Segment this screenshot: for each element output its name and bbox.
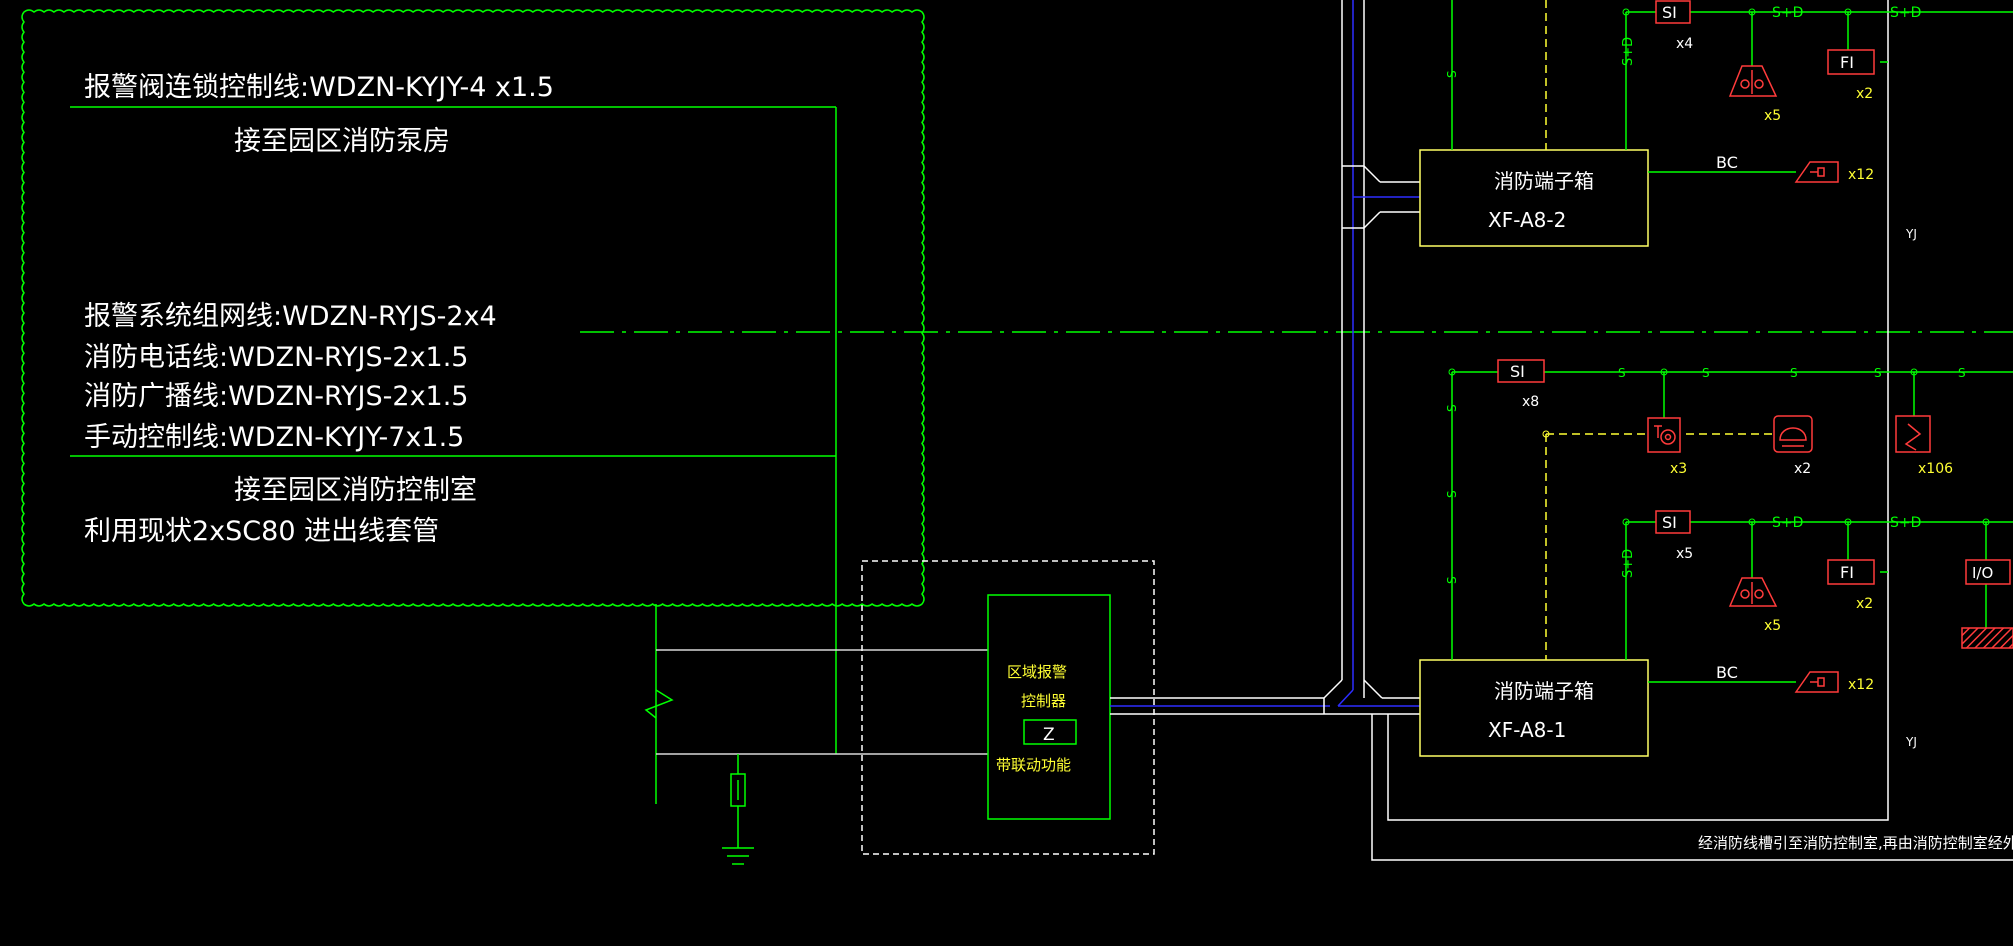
alarm-valve-line-note: 报警阀连锁控制线:WDZN-KYJY-4 x1.5	[84, 72, 554, 103]
controlled-equipment-hatch	[1961, 627, 2013, 649]
wire-label-sd: S+D	[1621, 37, 1636, 66]
wire-label-s: S	[1790, 366, 1798, 380]
audible-visual-alarm-icon	[1728, 65, 1778, 97]
hydrant-count: x3	[1670, 461, 1687, 477]
si-top-label: SI	[1510, 362, 1525, 381]
io-label: I/O	[1972, 564, 1993, 582]
phone-line-note: 消防电话线:WDZN-RYJS-2x1.5	[84, 342, 469, 373]
controller-name-line2: 控制器	[1021, 692, 1066, 710]
terminal-box-xf-a8-1: 消防端子箱 XF-A8-1	[1419, 659, 1649, 757]
to-control-room-note: 接至园区消防控制室	[234, 475, 477, 506]
signal-input-module-icon	[1655, 0, 1691, 24]
wire-label-s: S	[1702, 366, 1710, 380]
wire-label-sd: S+D	[1772, 515, 1803, 531]
to-pump-room-note: 接至园区消防泵房	[234, 126, 450, 157]
fire-phone-icon	[1773, 415, 1813, 453]
fi-count: x2	[1856, 596, 1873, 612]
fi-label: FI	[1840, 563, 1854, 582]
wire-label-sd: S+D	[1890, 515, 1921, 531]
terminal-box-code: XF-A8-1	[1488, 718, 1566, 742]
controller-enclosure-dashed	[861, 560, 1155, 855]
sounder-count: x5	[1764, 618, 1781, 634]
hydrant-button-icon	[1647, 417, 1681, 453]
wire-label-s: S	[1445, 70, 1459, 78]
controller-z-label: Z	[1043, 725, 1055, 745]
speaker-icon	[1794, 671, 1839, 693]
conduit-note: 利用现状2xSC80 进出线套管	[84, 516, 439, 547]
fi-count: x2	[1856, 86, 1873, 102]
speaker-icon	[1794, 161, 1839, 183]
audible-visual-alarm-icon	[1728, 577, 1778, 607]
terminal-box-name: 消防端子箱	[1494, 679, 1594, 703]
bottom-routing-note: 经消防线槽引至消防控制室,再由消防控制室经外线引	[1698, 834, 2013, 852]
si-top-count: x8	[1522, 394, 1539, 410]
controller-name-line1: 区域报警	[1007, 663, 1067, 681]
revision-cloud-outline	[21, 9, 925, 607]
flow-indicator-icon	[1827, 559, 1875, 585]
revision-cloud	[21, 9, 925, 607]
regional-alarm-controller: 区域报警 控制器 Z 带联动功能	[987, 594, 1111, 820]
si-label: SI	[1662, 3, 1677, 22]
cable-notes: 报警阀连锁控制线:WDZN-KYJY-4 x1.5 接至园区消防泵房 报警系统组…	[70, 72, 837, 754]
upper-branch: S S+D S+D S+D SI x4 x5 FI x2 BC x12 YJ	[1445, 0, 2013, 241]
controller-z-box	[1023, 719, 1077, 745]
yj-label: YJ	[1905, 227, 1917, 241]
phone-count: x2	[1794, 461, 1811, 477]
speaker-count: x12	[1848, 677, 1874, 693]
si-count: x4	[1676, 36, 1693, 52]
network-line-note: 报警系统组网线:WDZN-RYJS-2x4	[84, 301, 497, 332]
break-symbol	[644, 689, 674, 719]
wire-label-sd: S+D	[1621, 549, 1636, 578]
signal-input-module-icon	[1655, 510, 1691, 534]
wire-label-s: S	[1445, 404, 1459, 412]
signal-input-module-icon	[1497, 359, 1545, 383]
smoke-detector-icon	[1895, 415, 1931, 453]
wire-label-sd: S+D	[1890, 5, 1921, 21]
speaker-count: x12	[1848, 167, 1874, 183]
terminal-box-code: XF-A8-2	[1488, 208, 1566, 232]
sounder-count: x5	[1764, 108, 1781, 124]
terminal-box-name: 消防端子箱	[1494, 169, 1594, 193]
lower-branch: S S S S S S S S S+D S+D S+D SI x8 x3 x2	[1445, 359, 2013, 749]
bc-label: BC	[1716, 153, 1738, 172]
fi-label: FI	[1840, 53, 1854, 72]
controller-function: 带联动功能	[996, 756, 1071, 774]
detector-count: x106	[1918, 461, 1953, 477]
wire-label-sd: S+D	[1772, 5, 1803, 21]
bc-label: BC	[1716, 663, 1738, 682]
wire-label-s: S	[1874, 366, 1882, 380]
flow-indicator-icon	[1827, 49, 1875, 75]
terminal-box-xf-a8-2: 消防端子箱 XF-A8-2	[1419, 149, 1649, 247]
io-module-icon	[1965, 559, 2011, 585]
main-bus	[1110, 0, 2013, 861]
broadcast-line-note: 消防广播线:WDZN-RYJS-2x1.5	[84, 381, 469, 412]
wire-label-s: S	[1958, 366, 1966, 380]
yj-label: YJ	[1905, 735, 1917, 749]
wire-label-s: S	[1618, 366, 1626, 380]
entry-wiring	[644, 604, 988, 865]
wire-label-s: S	[1445, 490, 1459, 498]
wire-label-s: S	[1445, 576, 1459, 584]
si-label: SI	[1662, 513, 1677, 532]
si-count: x5	[1676, 546, 1693, 562]
manual-line-note: 手动控制线:WDZN-KYJY-7x1.5	[84, 422, 464, 453]
